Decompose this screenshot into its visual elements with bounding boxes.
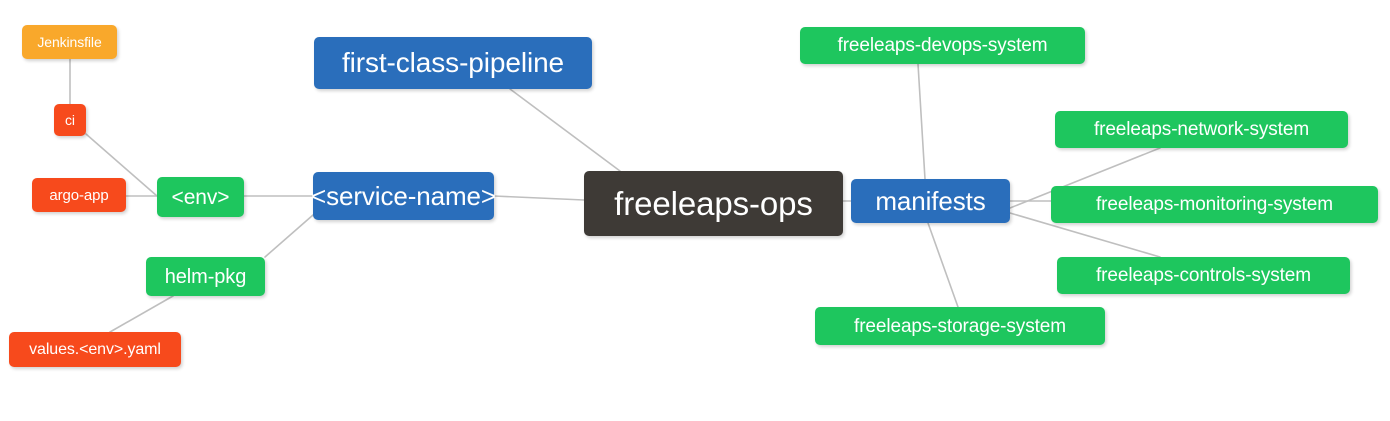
- node-label: ci: [65, 112, 75, 128]
- edge-service-name-to-freeleaps-ops: [493, 195, 585, 201]
- mindmap-node-freeleaps-storage-system[interactable]: freeleaps-storage-system: [815, 307, 1105, 345]
- mindmap-node-freeleaps-controls-system[interactable]: freeleaps-controls-system: [1057, 257, 1350, 294]
- node-label: first-class-pipeline: [341, 47, 565, 78]
- mindmap-node-helm-pkg[interactable]: helm-pkg: [146, 257, 265, 296]
- mindmap-node-env[interactable]: <env>: [157, 177, 244, 217]
- node-label: freeleaps-storage-system: [854, 315, 1066, 337]
- mindmap-node-freeleaps-monitoring-system[interactable]: freeleaps-monitoring-system: [1051, 186, 1378, 223]
- mindmap-node-jenkinsfile[interactable]: Jenkinsfile: [22, 25, 117, 59]
- mindmap-node-manifests[interactable]: manifests: [851, 179, 1010, 223]
- node-label: freeleaps-monitoring-system: [1096, 194, 1333, 215]
- edge-first-class-pipeline-to-freeleaps-ops: [509, 88, 621, 172]
- edge-manifests-to-freeleaps-devops-system: [917, 63, 926, 180]
- node-label: freeleaps-ops: [614, 185, 813, 222]
- node-label: freeleaps-network-system: [1093, 119, 1310, 140]
- node-label: Jenkinsfile: [37, 34, 102, 50]
- node-label: freeleaps-devops-system: [837, 35, 1048, 56]
- mindmap-node-first-class-pipeline[interactable]: first-class-pipeline: [314, 37, 592, 89]
- mindmap-node-freeleaps-network-system[interactable]: freeleaps-network-system: [1055, 111, 1348, 148]
- mindmap-node-values-yaml[interactable]: values.<env>.yaml: [9, 332, 181, 367]
- mindmap-node-freeleaps-devops-system[interactable]: freeleaps-devops-system: [800, 27, 1085, 64]
- mindmap-node-service-name[interactable]: <service-name>: [310, 172, 497, 220]
- edge-helm-pkg-to-values-yaml: [109, 295, 174, 333]
- mindmap-node-ci[interactable]: ci: [54, 104, 86, 136]
- edge-service-name-to-helm-pkg: [264, 214, 314, 258]
- node-label: helm-pkg: [164, 265, 247, 288]
- node-label: <service-name>: [310, 181, 497, 211]
- node-label: freeleaps-controls-system: [1095, 265, 1312, 286]
- edge-manifests-to-freeleaps-storage-system: [927, 222, 959, 308]
- node-label: manifests: [875, 186, 986, 216]
- mindmap-node-argo-app[interactable]: argo-app: [32, 178, 126, 212]
- node-label: <env>: [171, 185, 230, 209]
- node-label: values.<env>.yaml: [29, 340, 161, 358]
- mindmap-node-freeleaps-ops[interactable]: freeleaps-ops: [584, 171, 843, 236]
- node-label: argo-app: [49, 186, 109, 204]
